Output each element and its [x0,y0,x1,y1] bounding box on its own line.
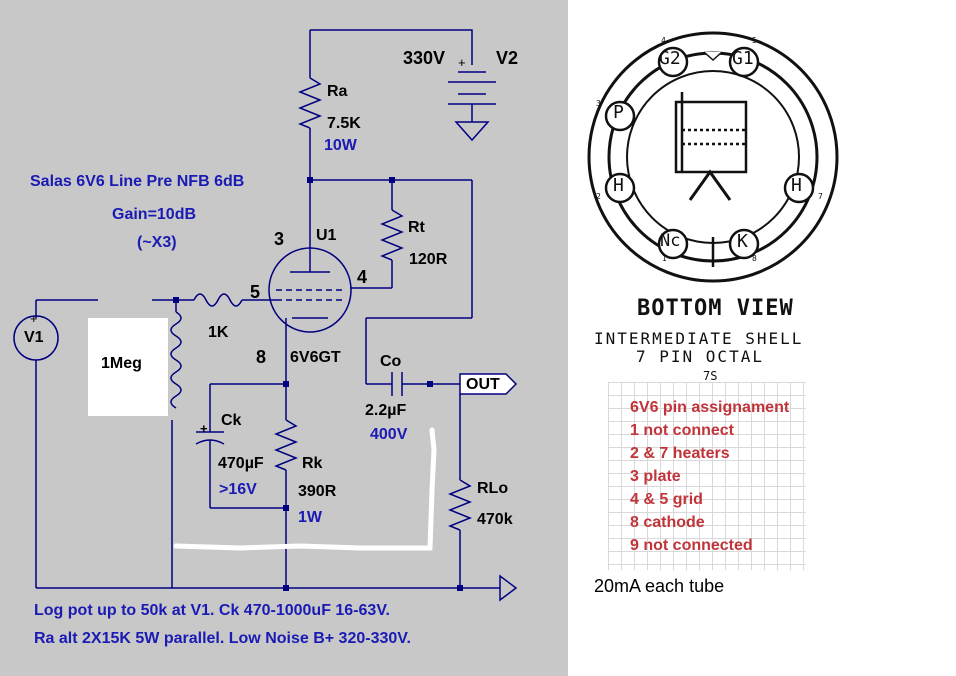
pin-nc-label: Nc [660,231,681,251]
pot-value: 1Meg [101,355,142,372]
pin-number-4: 4 [661,36,666,45]
pin-number-7: 7 [818,192,823,201]
tube-envelope [268,247,352,333]
pin-p-label: P [613,102,624,123]
pin-assignment-row: 3 plate [630,468,681,485]
schematic-drawing [13,29,518,602]
potentiometer [170,311,182,409]
supply-name: V2 [496,48,519,68]
socket-subtitle-1: INTERMEDIATE SHELL [594,329,804,348]
pin-assignment-row: 1 not connect [630,422,735,439]
pin-assignment-row: 4 & 5 grid [630,491,703,508]
source-name: V1 [24,329,44,346]
ck-name: Ck [221,412,242,429]
pin-k-label: K [737,231,748,252]
tube-ref: U1 [316,227,337,244]
tube-pin-g2: 4 [357,267,368,287]
pin-g2-label: G2 [659,48,681,69]
schematic-panel: 330V + V2 Ra 7.5K 10W Salas 6V6 Line Pre… [0,0,568,676]
wire-supply-top [310,29,473,65]
rt-name: Rt [408,219,425,236]
out-port [459,373,518,395]
socket-title: BOTTOM VIEW [637,296,794,321]
tube-pin-cathode: 8 [256,347,267,367]
pin-g1-label: G1 [732,48,754,69]
supply-voltage: 330V [403,48,446,68]
resistor-ra [297,77,323,129]
co-voltage: 400V [370,426,408,443]
co-value: 2.2µF [365,402,407,419]
resistor-rk [273,419,299,471]
note-line-1: Log pot up to 50k at V1. Ck 470-1000uF 1… [34,602,390,619]
socket-subtitle-2: 7 PIN OCTAL [636,347,764,366]
ck-voltage: >16V [219,481,257,498]
pin-assignment-row: 2 & 7 heaters [630,445,730,462]
ground-symbol [454,121,490,142]
gain-x-label: (~X3) [137,234,177,251]
octal-socket-drawing [587,31,839,283]
rlo-name: RLo [477,480,509,497]
pot-whiteout [88,318,168,416]
ck-plus: + [200,421,208,436]
note-line-2: Ra alt 2X15K 5W parallel. Low Noise B+ 3… [34,630,411,647]
ra-value: 7.5K [327,115,361,132]
supply-plus: + [458,55,466,70]
co-name: Co [380,353,402,370]
tube-pin-grid: 5 [250,282,261,302]
schematic-title: Salas 6V6 Line Pre NFB 6dB [30,173,245,190]
pin-number-3: 3 [596,99,601,108]
tube-type: 6V6GT [290,349,341,366]
pin-table-grid [608,382,806,570]
tube-pin-plate: 3 [274,229,285,249]
rgrid-value: 1K [208,324,229,341]
pin-number-1: 1 [662,254,667,263]
pin-assignment-row: 9 not connected [630,537,753,554]
rk-name: Rk [302,455,323,472]
gain-label: Gain=10dB [112,206,197,223]
out-label: OUT [466,376,500,393]
rlo-value: 470k [477,511,513,528]
pin-number-2: 2 [596,192,601,201]
resistor-rlo [447,479,473,531]
pin-h-left-label: H [613,175,624,196]
tube-current-note: 20mA each tube [594,576,725,596]
pin-number-8: 8 [752,254,757,263]
pin-assignment-list: 6V6 pin assignament 1 not connect 2 & 7 … [630,398,789,559]
ck-value: 470µF [218,455,264,472]
socket-code: 7S [703,369,718,383]
pin-number-5: 5 [752,36,757,45]
rt-value: 120R [409,251,448,268]
rk-power: 1W [298,509,322,526]
source-plus: + [30,311,38,326]
ra-power: 10W [324,137,357,154]
resistor-1k [193,293,243,307]
white-scribble [173,427,437,551]
pin-h-right-label: H [791,175,802,196]
rk-value: 390R [298,483,337,500]
ra-name: Ra [327,83,348,100]
pin-assignment-title: 6V6 pin assignament [630,399,790,416]
resistor-rt [379,209,405,261]
pin-assignment-row: 8 cathode [630,514,705,531]
